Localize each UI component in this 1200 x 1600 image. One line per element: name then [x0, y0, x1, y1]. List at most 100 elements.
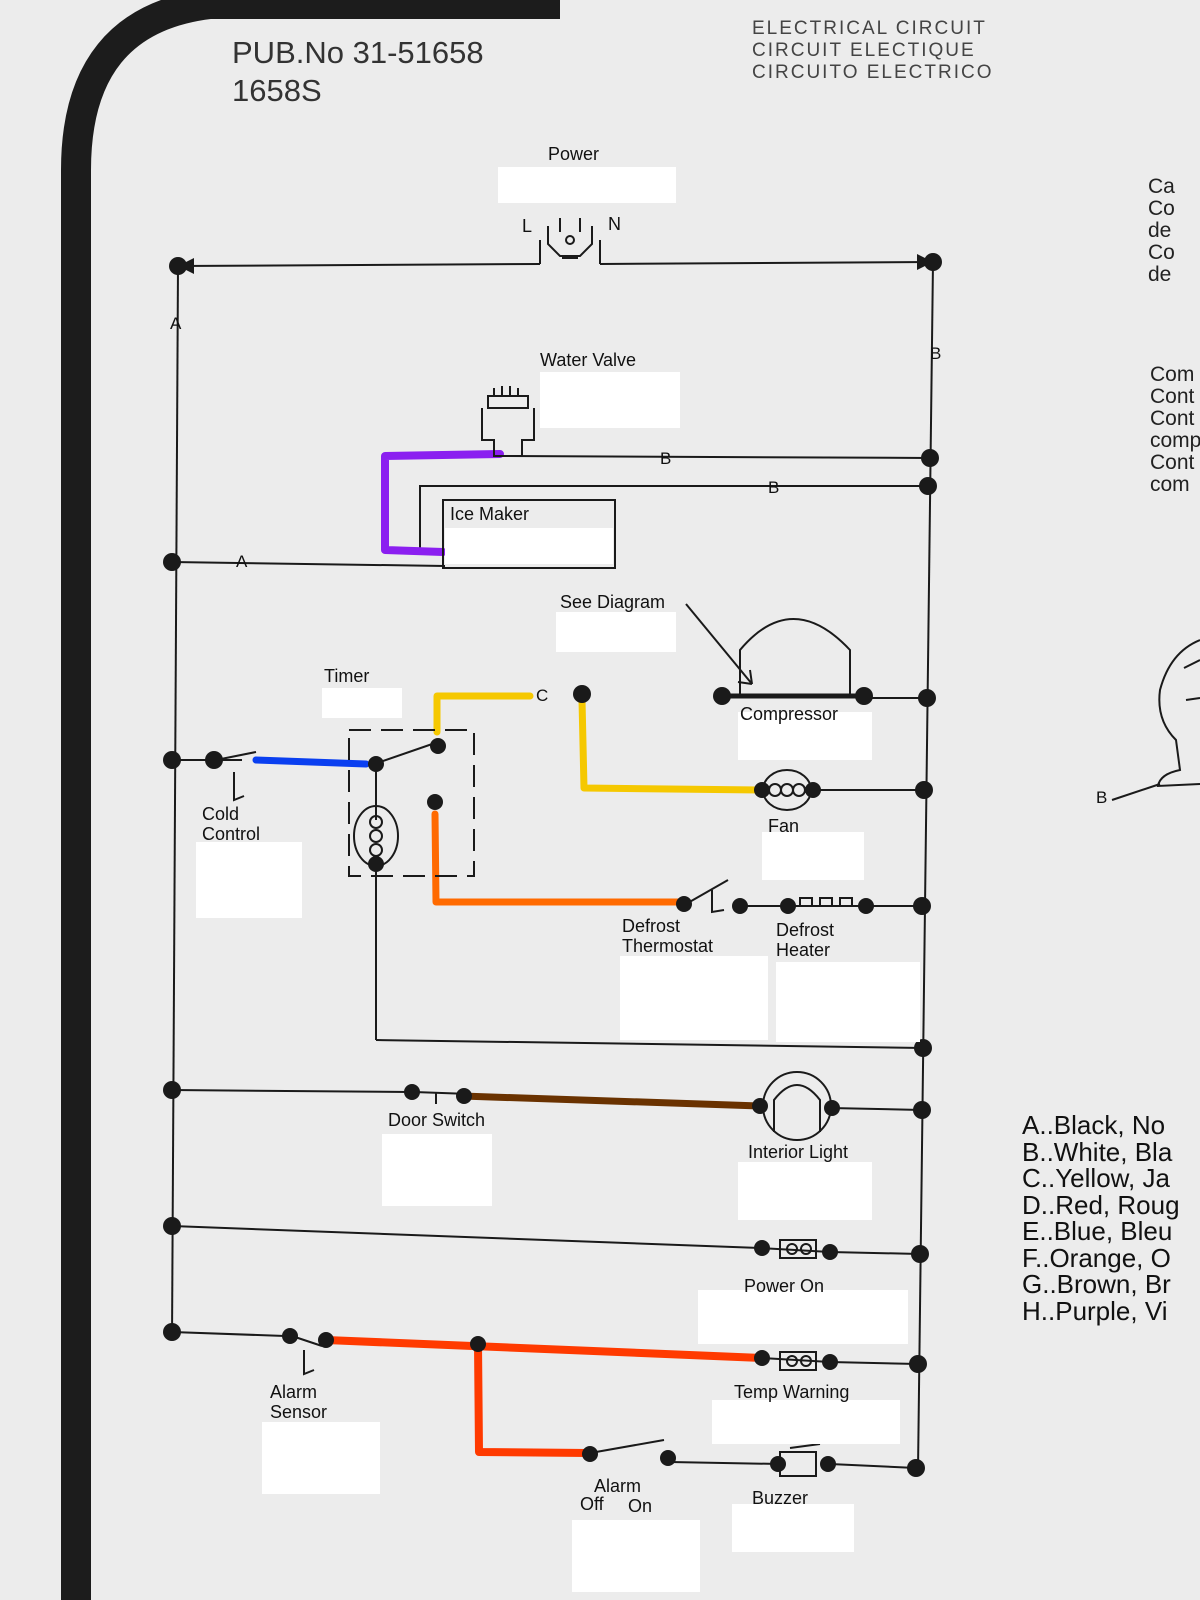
timer-label: Timer [324, 666, 370, 686]
wire-label-a-mid: A [236, 552, 248, 571]
diagram-title: ELECTRICAL CIRCUIT CIRCUIT ELECTIQUE CIR… [752, 18, 994, 84]
legend-item: F..Orange, O [1022, 1242, 1171, 1273]
yellow-wire-fan [578, 696, 764, 794]
alarm-switch-arm [595, 1439, 665, 1453]
blank-box [445, 528, 613, 564]
side-component-sketch [1156, 639, 1200, 788]
blank-box [712, 1400, 900, 1444]
wire-label-a-top: A [170, 314, 182, 333]
side-text-line: de [1148, 263, 1172, 286]
alarm-sensor-label: Alarm Sensor [270, 1382, 327, 1422]
yellow-wire-c [433, 692, 534, 736]
side-text-line: Cont [1150, 407, 1195, 430]
blank-box [572, 1520, 700, 1592]
ice-maker-label: Ice Maker [450, 504, 530, 524]
defrost-heater-icon [790, 897, 866, 907]
water-valve-label: Water Valve [540, 350, 637, 370]
legend-item: E..Blue, Bleu [1022, 1216, 1173, 1246]
blank-box [762, 832, 864, 880]
fan-motor-icon [762, 769, 812, 811]
temp-warning-label: Temp Warning [734, 1382, 850, 1402]
power-on-label: Power On [744, 1276, 825, 1296]
blank-box [322, 688, 402, 718]
blank-box [556, 612, 676, 652]
power-l-label: L [522, 216, 533, 236]
alarm-label: Alarm [594, 1476, 642, 1496]
buzzer-icon [779, 1443, 821, 1477]
wire-label-b-ice: B [768, 478, 780, 497]
blank-box [776, 962, 920, 1042]
defrost-thermostat-label: Defrost Thermostat [622, 916, 713, 956]
side-text-line: de [1148, 219, 1172, 242]
blank-box [620, 956, 768, 1040]
side-text-mid: Com Cont Cont comp Cont com [1150, 364, 1200, 496]
fan-label: Fan [768, 816, 800, 836]
wire-label-c-timer: C [536, 686, 549, 705]
side-text-line: Ca [1148, 176, 1175, 198]
title-french: CIRCUIT ELECTIQUE [752, 40, 976, 61]
defrost-thermostat-line2: Thermostat [622, 936, 714, 956]
power-on-lamp-icon [759, 1239, 831, 1259]
pub-number-line1: PUB.No 31-51658 [232, 35, 484, 70]
buzzer-label: Buzzer [752, 1488, 809, 1508]
blank-box [698, 1290, 908, 1344]
side-text-top: Ca Co de Co de [1148, 176, 1200, 286]
colored-wires [252, 450, 766, 1457]
power-label: Power [548, 144, 600, 164]
cold-control-line2: Control [202, 824, 261, 844]
alarm-sensor-switch-icon [291, 1335, 323, 1376]
blank-box [738, 1162, 872, 1220]
cold-control-label: Cold Control [202, 804, 260, 844]
ice-maker-box [442, 499, 616, 569]
alarm-on-label: On [628, 1496, 653, 1516]
brown-wire [458, 1092, 764, 1110]
power-plug-icon [547, 218, 593, 259]
top-arrow-left [178, 258, 194, 274]
wire-label-b-right: B [930, 344, 942, 363]
page-frame [61, 0, 560, 1600]
defrost-heater-label: Defrost Heater [776, 920, 834, 960]
interior-light-label: Interior Light [748, 1142, 849, 1162]
blank-box [382, 1134, 492, 1206]
defrost-heater-line2: Heater [776, 940, 831, 960]
interior-light-icon [762, 1071, 832, 1141]
publication-number: PUB.No 31-51658 1658S [232, 34, 484, 110]
red-wire [322, 1336, 766, 1362]
blank-box [540, 372, 680, 428]
blank-box [732, 1504, 854, 1552]
blank-box [262, 1422, 380, 1494]
legend-item: D..Red, Roug [1022, 1189, 1180, 1220]
legend-item: B..White, Bla [1022, 1136, 1173, 1167]
compressor-icon [685, 603, 866, 699]
top-arrow-right [917, 254, 933, 270]
alarm-off-label: Off [580, 1494, 604, 1514]
pub-number-line2: 1658S [232, 73, 322, 108]
side-text-line: com [1150, 473, 1190, 496]
alarm-sensor-line2: Sensor [270, 1402, 328, 1422]
defrost-heater-line1: Defrost [776, 920, 835, 940]
side-text-line: Cont [1150, 385, 1195, 408]
title-spanish: CIRCUITO ELECTRICO [752, 62, 994, 83]
power-n-label: N [608, 214, 621, 234]
side-text-line: comp [1150, 429, 1200, 452]
title-english: ELECTRICAL CIRCUIT [752, 18, 987, 39]
blue-wire [252, 756, 370, 768]
wire-label-b-valve: B [660, 449, 672, 468]
defrost-thermostat-icon [685, 879, 729, 914]
junction-dots [163, 253, 942, 1477]
alarm-sensor-line1: Alarm [270, 1382, 318, 1402]
legend-item: G..Brown, Br [1022, 1269, 1171, 1299]
side-text-line: Cont [1150, 451, 1195, 474]
see-diagram-label: See Diagram [560, 592, 666, 612]
legend-item: A..Black, No [1022, 1110, 1166, 1140]
blank-box [498, 167, 676, 203]
temp-warning-lamp-icon [761, 1351, 831, 1371]
water-valve-icon [481, 386, 535, 457]
purple-wire [381, 450, 504, 556]
blank-box [196, 842, 302, 918]
legend-item: C..Yellow, Ja [1022, 1163, 1170, 1193]
red-wire-branch [474, 1340, 592, 1457]
side-text-line: Co [1148, 197, 1175, 220]
side-text-line: Co [1148, 241, 1175, 264]
